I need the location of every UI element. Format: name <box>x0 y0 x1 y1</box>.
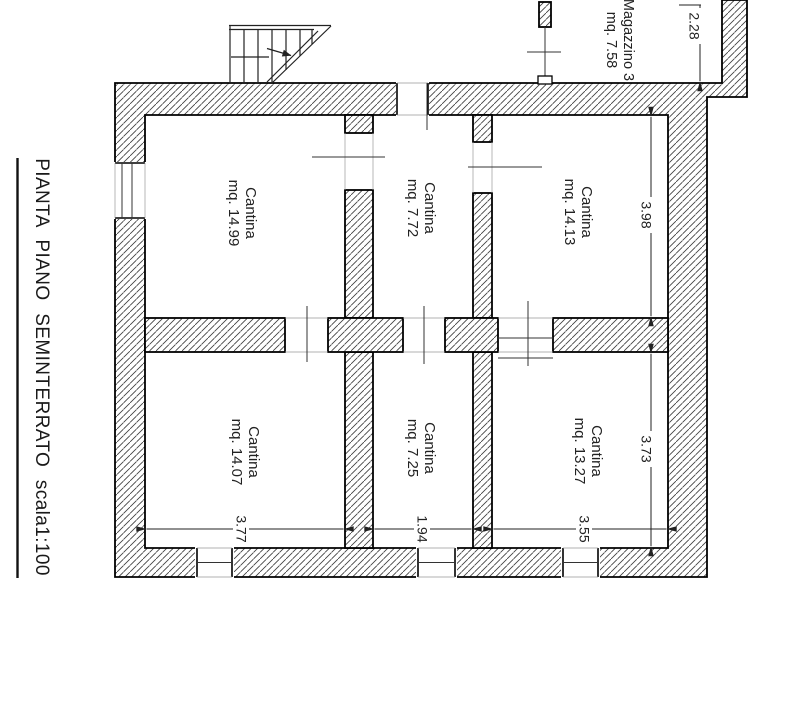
stair-cut-line-1 <box>271 25 332 84</box>
wall-b-top-lower <box>472 192 493 319</box>
interior-walls <box>144 114 669 549</box>
dim-3-98: 3.98 <box>639 106 655 327</box>
openings <box>113 81 600 579</box>
door-top-wall <box>396 81 429 130</box>
room-name: Cantina <box>245 426 262 478</box>
dim-label: 3.55 <box>577 515 593 542</box>
door-wall-a <box>312 133 385 190</box>
room-name: Cantina <box>421 182 438 234</box>
dim-label: 1.94 <box>415 515 431 542</box>
stair-cut-line-2 <box>266 30 319 83</box>
middle-wall-seg-4 <box>552 317 669 353</box>
dim-3-55: 3.55 <box>483 511 677 547</box>
room-name: Cantina <box>242 187 259 239</box>
room-area: mq. 13.27 <box>571 418 588 485</box>
door-wall-b <box>468 142 542 193</box>
room-label-cantina-top-left: Cantina mq. 14.99 <box>225 180 259 247</box>
middle-wall-seg-2 <box>327 317 404 353</box>
window-bottom-left <box>195 546 234 579</box>
window-bottom-right <box>561 546 600 579</box>
room-area: mq. 14.07 <box>228 419 245 486</box>
door-middle-wall-3 <box>498 301 553 366</box>
window-left-wall <box>113 162 147 219</box>
wall-a-top-lower <box>344 189 374 319</box>
dim-label: 3.98 <box>639 201 655 228</box>
room-area: mq. 7.58 <box>603 12 619 68</box>
room-area: mq. 14.99 <box>225 180 242 247</box>
door-jamb <box>537 75 553 85</box>
room-area: mq. 14.13 <box>561 179 578 246</box>
wall-b-bottom <box>472 351 493 549</box>
room-name: Cantina <box>588 425 605 477</box>
room-label-cantina-bottom-middle: Cantina mq. 7.25 <box>404 419 438 477</box>
window-bottom-middle <box>416 546 457 579</box>
door-middle-wall-1 <box>285 306 328 362</box>
middle-wall-seg-3 <box>444 317 499 353</box>
staircase <box>229 24 332 84</box>
wall-a-top-upper <box>344 114 374 134</box>
room-labels: Cantina mq. 14.99 Cantina mq. 7.72 Canti… <box>225 0 636 485</box>
magazzino-partition <box>527 1 561 85</box>
drawing-title-block: PIANTA PIANO SEMINTERRATO scala1:100 <box>16 158 52 578</box>
stair-direction-arrow <box>266 47 292 57</box>
door-gap <box>396 81 429 117</box>
outer-wall-shape <box>114 0 748 578</box>
wall-a-bottom <box>344 351 374 549</box>
drawing-title: PIANTA PIANO SEMINTERRATO scala1:100 <box>31 158 52 576</box>
magazzino-wall-stub <box>538 1 552 28</box>
dim-label: 3.77 <box>234 515 250 542</box>
dim-1-94: 1.94 <box>364 511 482 547</box>
middle-wall-seg-1 <box>144 317 286 353</box>
dimension-annotations: 3.98 3.73 3.77 1.94 3.55 2.28 <box>136 4 703 557</box>
dim-3-77: 3.77 <box>136 511 354 547</box>
room-label-cantina-bottom-right: Cantina mq. 13.27 <box>571 418 605 485</box>
room-area: mq. 7.25 <box>404 419 421 477</box>
dim-2-28: 2.28 <box>679 4 703 92</box>
room-area: mq. 7.72 <box>404 179 421 237</box>
wall-b-top-upper <box>472 114 493 143</box>
outer-walls <box>114 0 748 578</box>
room-label-cantina-top-middle: Cantina mq. 7.72 <box>404 179 438 237</box>
window-gap <box>113 162 147 219</box>
dim-label: 2.28 <box>687 12 703 39</box>
room-name: Cantina <box>421 422 438 474</box>
room-label-cantina-bottom-left: Cantina mq. 14.07 <box>228 419 262 486</box>
door-middle-wall-2 <box>403 306 445 364</box>
dim-label: 3.73 <box>639 435 655 462</box>
room-name: Magazzino 3 <box>620 0 636 81</box>
room-label-magazzino: Magazzino 3 mq. 7.58 <box>603 0 636 81</box>
dim-3-73: 3.73 <box>639 343 655 557</box>
room-name: Cantina <box>578 186 595 238</box>
room-label-cantina-top-right: Cantina mq. 14.13 <box>561 179 595 246</box>
